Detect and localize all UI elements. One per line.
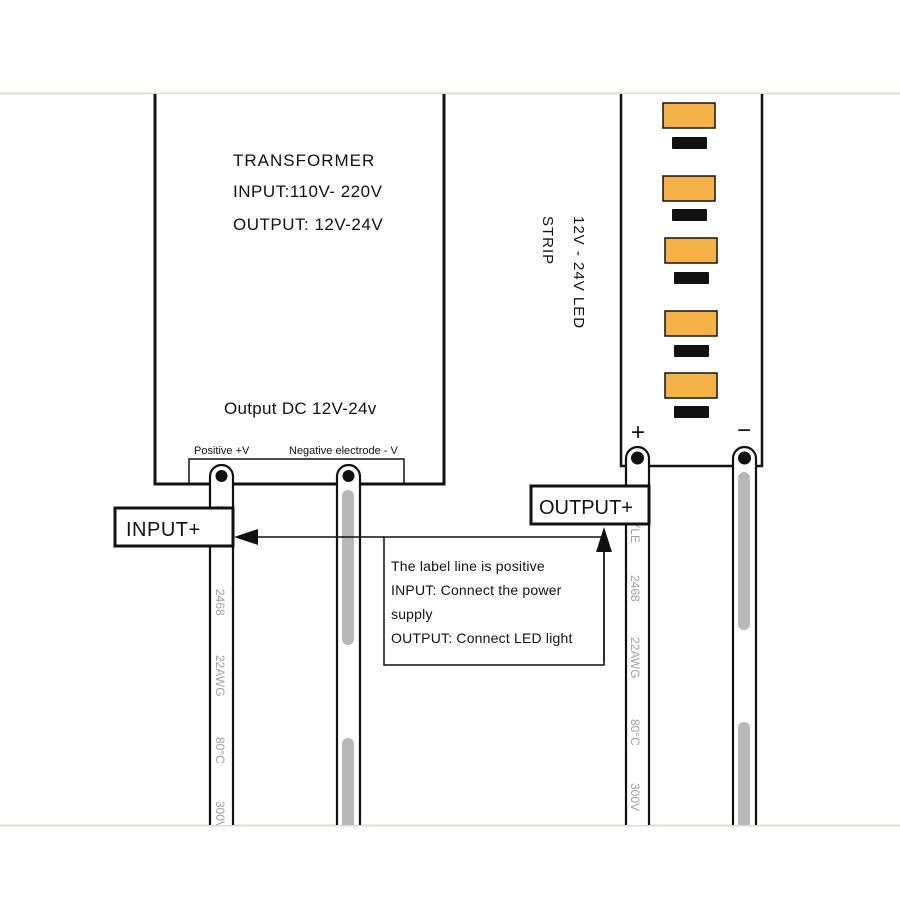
strip-negative-wire (731, 445, 758, 825)
wire-print-22awg: 22AWG (213, 655, 227, 697)
strip-minus-sign: − (737, 417, 751, 444)
strip-label-line2: STRIP (539, 216, 556, 265)
input-tag-box (113, 506, 235, 548)
resistor (672, 137, 707, 149)
transformer-negative-wire (335, 463, 362, 825)
strip-positive-wire: STYLE 2468 22AWG 80°C 300V (624, 445, 651, 825)
note-line-4: OUTPUT: Connect LED light (391, 630, 573, 646)
led-chip (664, 372, 718, 399)
transformer-name: TRANSFORMER (233, 151, 375, 170)
led-chip (662, 102, 716, 129)
note-line-2: INPUT: Connect the power (391, 582, 562, 598)
note-line-1: The label line is positive (391, 558, 545, 574)
led-chip (664, 237, 718, 264)
resistor (672, 209, 707, 221)
transformer-box (153, 94, 446, 486)
strip-plus-sign: + (631, 419, 645, 446)
note-box (383, 536, 605, 666)
wire-print-300v: 300V (213, 801, 227, 829)
positive-terminal-label: Positive +V (194, 445, 250, 457)
output-arrowhead (596, 527, 612, 552)
wire-print-80c: 80°C (213, 737, 227, 764)
output-tag-label: OUTPUT+ (539, 497, 633, 519)
transformer-input: INPUT:110V- 220V (233, 182, 383, 201)
negative-terminal-label: Negative electrode - V (289, 445, 398, 457)
strip-label-line1: 12V - 24V LED (570, 216, 587, 329)
terminal-bracket (188, 458, 405, 484)
transformer-output: OUTPUT: 12V-24V (233, 215, 383, 234)
wire-print-22awg: 22AWG (628, 637, 642, 679)
wire-print-300v: 300V (628, 783, 642, 811)
wire-print-2468: 2468 (628, 575, 642, 602)
input-arrowhead (234, 529, 258, 545)
resistor (674, 345, 709, 357)
wire-print-2468: 2468 (213, 589, 227, 616)
led-chip (662, 175, 716, 202)
led-chip (664, 310, 718, 337)
resistor (674, 272, 709, 284)
wire-print-80c: 80°C (628, 719, 642, 746)
input-tag-label: INPUT+ (126, 519, 201, 541)
transformer-output-dc: Output DC 12V-24v (224, 399, 377, 418)
led-chips (662, 102, 718, 418)
resistor (674, 406, 709, 418)
note-line-3: supply (391, 606, 433, 622)
output-tag-box (529, 484, 651, 526)
